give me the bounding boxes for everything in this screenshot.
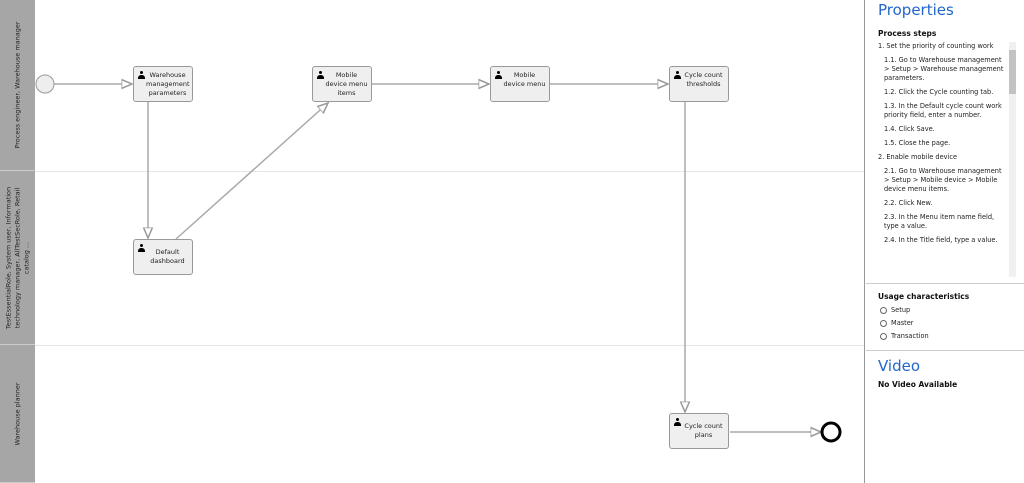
connectors <box>35 74 842 443</box>
process-step: 2.2. Click New. <box>884 199 933 207</box>
radio-button[interactable] <box>880 319 887 327</box>
usage-option-setup[interactable]: Setup <box>880 306 1016 314</box>
end-event[interactable] <box>820 421 842 443</box>
scrollbar-thumb[interactable] <box>1009 50 1016 94</box>
scrollbar[interactable] <box>1009 42 1016 277</box>
node-mobile-device-menu-items[interactable]: Mobile device menu items <box>312 66 372 102</box>
radio-button[interactable] <box>880 332 887 340</box>
process-step: 1.2. Click the Cycle counting tab. <box>884 88 994 96</box>
process-steps-heading: Process steps <box>878 29 937 38</box>
properties-panel: Properties Process steps 1. Set the prio… <box>866 0 1024 483</box>
user-icon <box>138 244 145 252</box>
radio-button[interactable] <box>880 306 887 314</box>
process-step: 2.1. Go to Warehouse management > Setup … <box>884 167 1002 193</box>
lane-header: Process engineer, Warehouse manager <box>0 0 35 171</box>
node-cycle-count-plans[interactable]: Cycle count plans <box>669 413 729 449</box>
lane-divider <box>35 345 864 346</box>
process-step: 2.4. In the Title field, type a value. <box>884 236 998 244</box>
process-step: 1.4. Click Save. <box>884 125 935 133</box>
usage-option-transaction[interactable]: Transaction <box>880 332 1016 340</box>
process-steps-list: 1. Set the priority of counting work 1.1.… <box>878 42 1016 277</box>
node-label: Warehouse management parameters <box>146 71 190 97</box>
radio-label: Master <box>891 319 914 327</box>
node-label: Mobile device menu <box>503 71 546 88</box>
node-label: Cycle count plans <box>684 422 723 439</box>
process-step: 2.3. In the Menu item name field, type a… <box>884 213 995 230</box>
divider <box>866 350 1024 351</box>
process-step: 2. Enable mobile device <box>878 153 958 161</box>
user-icon <box>674 71 681 79</box>
user-icon <box>674 418 681 426</box>
properties-title: Properties <box>878 1 954 19</box>
edge <box>175 103 328 240</box>
process-step: 1.3. In the Default cycle count work pri… <box>884 102 1002 119</box>
node-mobile-device-menu[interactable]: Mobile device menu <box>490 66 550 102</box>
node-warehouse-management-parameters[interactable]: Warehouse management parameters <box>133 66 193 102</box>
video-status: No Video Available <box>878 380 958 389</box>
process-step: 1. Set the priority of counting work <box>878 42 994 50</box>
divider <box>866 283 1024 284</box>
user-icon <box>495 71 502 79</box>
lane-divider <box>35 171 864 172</box>
node-label: Cycle count thresholds <box>684 71 723 88</box>
node-label: Mobile device menu items <box>325 71 368 97</box>
lane-header: TestEssentialRole, System user, Informat… <box>0 171 35 345</box>
radio-label: Setup <box>891 306 911 314</box>
usage-option-master[interactable]: Master <box>880 319 1016 327</box>
user-icon <box>317 71 324 79</box>
start-event[interactable] <box>35 74 55 94</box>
video-title: Video <box>878 357 921 375</box>
process-diagram: Process engineer, Warehouse manager Test… <box>0 0 865 483</box>
usage-heading: Usage characteristics <box>878 292 970 301</box>
user-icon <box>138 71 145 79</box>
node-default-dashboard[interactable]: Default dashboard <box>133 239 193 275</box>
radio-label: Transaction <box>891 332 929 340</box>
node-cycle-count-thresholds[interactable]: Cycle count thresholds <box>669 66 729 102</box>
process-step: 1.1. Go to Warehouse management > Setup … <box>884 56 1004 82</box>
lane-header: Warehouse planner <box>0 345 35 483</box>
node-label: Default dashboard <box>150 248 185 265</box>
process-step: 1.5. Close the page. <box>884 139 951 147</box>
